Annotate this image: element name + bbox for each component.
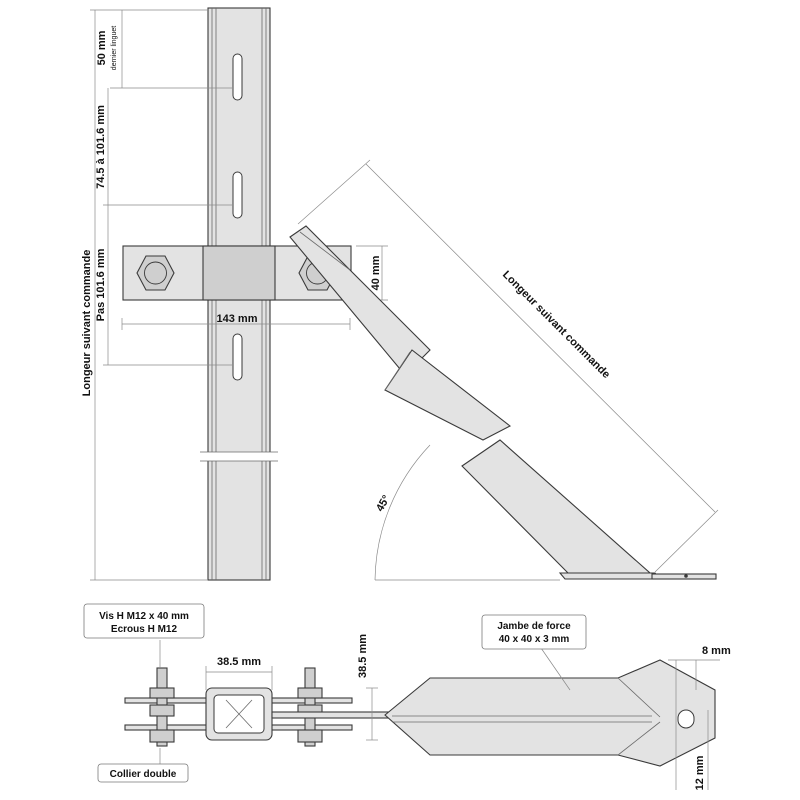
- label-45-degrees: 45°: [374, 493, 393, 513]
- diagonal-dimension: [297, 159, 719, 581]
- label-jambe-size: 40 x 40 x 3 mm: [499, 634, 570, 645]
- label-38-5-vertical: 38.5 mm: [357, 634, 369, 678]
- label-40mm: 40 mm: [370, 255, 382, 290]
- bolt-right: [297, 667, 323, 747]
- label-12mm: 12 mm: [694, 755, 706, 790]
- label-38-5-horizontal: 38.5 mm: [217, 656, 261, 668]
- label-jambe-title: Jambe de force: [497, 621, 571, 632]
- post-slots: [232, 53, 243, 381]
- vis-label-box: [83, 603, 205, 639]
- section-view: [124, 659, 720, 790]
- clamp-plate: [122, 245, 352, 301]
- diagonal-brace: [289, 225, 717, 580]
- hex-bolt-left: [136, 255, 175, 291]
- post-section: [205, 687, 273, 741]
- slot: [232, 171, 243, 219]
- label-8mm: 8 mm: [702, 645, 731, 657]
- label-143mm: 143 mm: [217, 313, 258, 325]
- slot: [232, 53, 243, 101]
- label-longueur-left: Longeur suivant commande: [81, 250, 93, 397]
- bolt-left: [149, 667, 175, 747]
- label-vis: Vis H M12 x 40 mm: [99, 611, 189, 622]
- brace-plan: [271, 659, 716, 767]
- label-collier: Collier double: [110, 769, 177, 780]
- label-dernier-linguet: dernier linguet: [111, 26, 118, 70]
- jambe-label-box: [481, 614, 587, 650]
- label-pas: Pas 101.6 mm: [95, 248, 107, 321]
- leader-lines: [159, 640, 571, 765]
- slot: [232, 333, 243, 381]
- label-74-5-mm: 74.5 à 101.6 mm: [95, 105, 107, 189]
- left-dimensions: [90, 9, 388, 581]
- label-50mm: 50 mm: [96, 30, 108, 65]
- collier-label-box: [97, 763, 189, 783]
- label-ecrous: Ecrous H M12: [111, 624, 178, 635]
- label-longueur-diag: Longeur suivant commande: [500, 269, 612, 381]
- label-boxes: [83, 603, 587, 783]
